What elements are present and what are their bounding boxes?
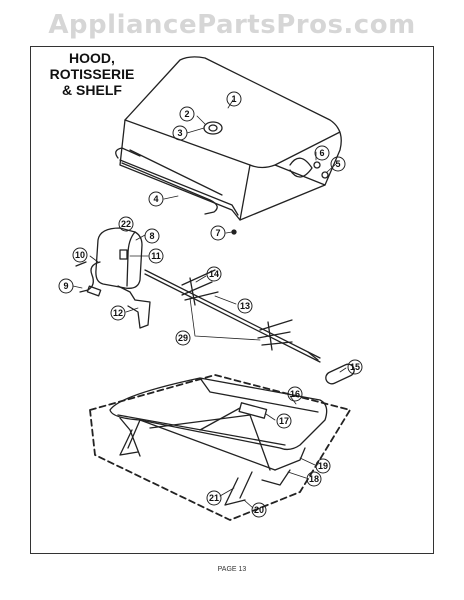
callout-11: 11 (151, 251, 161, 261)
callout-19: 19 (318, 461, 328, 471)
callout-22: 22 (121, 219, 131, 229)
spit-rod (144, 269, 321, 363)
diagram-frame (30, 46, 434, 554)
page-number: PAGE 13 (217, 566, 247, 573)
hood (115, 56, 342, 235)
callout-10: 10 (75, 250, 85, 260)
callout-17: 17 (279, 416, 289, 426)
callout-4: 4 (153, 194, 158, 204)
callout-12: 12 (113, 308, 123, 318)
callout-15: 15 (350, 362, 360, 372)
callout-7: 7 (215, 228, 220, 238)
callout-3: 3 (177, 128, 182, 138)
watermark: AppliancePartsPros.com (48, 10, 416, 40)
callout-5: 5 (335, 159, 340, 169)
shelf-outline (89, 374, 351, 521)
callout-8: 8 (149, 231, 154, 241)
title-line-1: HOOD, (69, 50, 115, 66)
callout-16: 16 (290, 389, 300, 399)
rod-handle (325, 363, 355, 385)
callout-6: 6 (319, 148, 324, 158)
callout-29: 29 (178, 333, 188, 343)
shelf (109, 377, 328, 506)
rotisserie-motor (75, 227, 151, 329)
callout-18: 18 (309, 474, 319, 484)
title-line-3: & SHELF (62, 82, 122, 98)
callout-21: 21 (209, 493, 219, 503)
callout-1: 1 (231, 94, 236, 104)
title-line-2: ROTISSERIE (49, 66, 135, 82)
diagram-title: HOOD, ROTISSERIE & SHELF (40, 50, 144, 98)
callout-9: 9 (63, 281, 68, 291)
callout-20: 20 (254, 505, 264, 515)
callout-circles (58, 91, 363, 518)
leader-lines (72, 99, 347, 509)
callout-14: 14 (209, 269, 219, 279)
callout-2: 2 (184, 109, 189, 119)
callout-13: 13 (240, 301, 250, 311)
